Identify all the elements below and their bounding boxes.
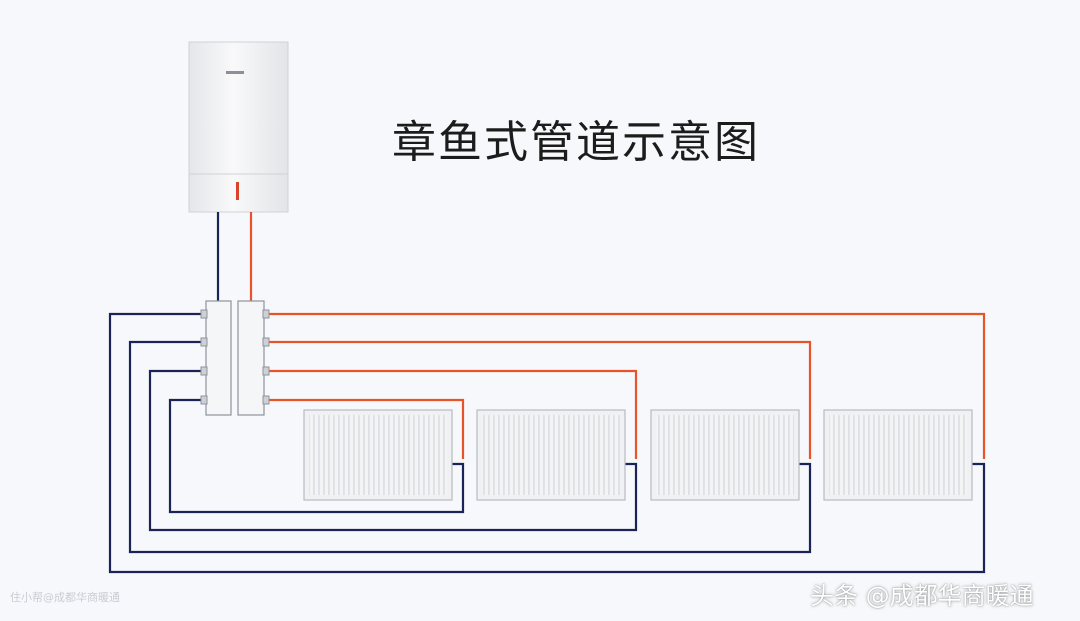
manifold-port — [200, 309, 208, 319]
boiler-indicator — [236, 182, 239, 200]
wall-hung-boiler — [188, 41, 289, 213]
watermark-left: 住小帮@成都华商暖通 — [10, 591, 120, 604]
radiator-2 — [476, 409, 626, 501]
supply-line-radiator-3 — [266, 340, 812, 459]
return-lines — [108, 312, 986, 574]
return-line-radiator-2 — [148, 369, 638, 532]
manifold-port — [262, 395, 270, 405]
supply-line-radiator-4 — [266, 312, 986, 459]
manifold-port — [262, 366, 270, 376]
supply-manifold — [237, 300, 265, 416]
radiator-4 — [823, 409, 973, 501]
watermark-right: 头条 @成都华商暖通 — [810, 582, 1034, 610]
radiator-3 — [650, 409, 800, 501]
manifold-port — [262, 309, 270, 319]
return-line-radiator-1 — [168, 398, 465, 514]
manifold-port — [200, 366, 208, 376]
return-line-radiator-3 — [128, 340, 812, 554]
return-manifold — [205, 300, 232, 416]
radiator-1 — [303, 409, 453, 501]
diagram-title: 章鱼式管道示意图 — [392, 117, 760, 168]
supply-line-radiator-1 — [266, 398, 465, 459]
manifold-port — [262, 337, 270, 347]
manifold-port — [200, 337, 208, 347]
supply-lines — [266, 312, 986, 459]
manifold-port — [200, 395, 208, 405]
manifold-group — [200, 300, 270, 416]
boiler-logo — [226, 71, 244, 74]
supply-line-radiator-2 — [266, 369, 638, 459]
return-line-radiator-4 — [108, 312, 986, 574]
